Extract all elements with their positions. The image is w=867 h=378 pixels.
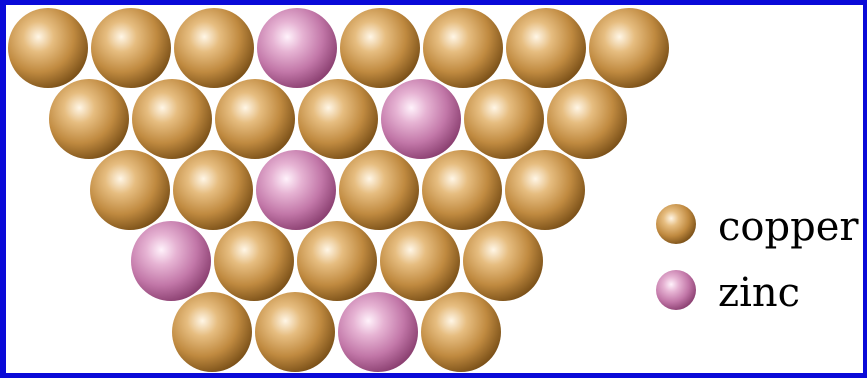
legend-label-copper: copper xyxy=(718,207,859,247)
zinc-atom xyxy=(257,8,337,88)
copper-atom xyxy=(463,221,543,301)
copper-atom xyxy=(340,8,420,88)
copper-atom xyxy=(547,79,627,159)
legend xyxy=(656,204,696,310)
copper-atom xyxy=(421,292,501,372)
copper-atom xyxy=(173,150,253,230)
copper-atom xyxy=(214,221,294,301)
copper-atom xyxy=(422,150,502,230)
copper-atom xyxy=(297,221,377,301)
legend-swatch-copper xyxy=(656,204,696,244)
copper-atom xyxy=(215,79,295,159)
copper-atom xyxy=(589,8,669,88)
copper-atom xyxy=(423,8,503,88)
copper-atom xyxy=(91,8,171,88)
legend-swatch-zinc xyxy=(656,270,696,310)
copper-atom xyxy=(8,8,88,88)
copper-atom xyxy=(90,150,170,230)
zinc-atom xyxy=(256,150,336,230)
alloy-lattice-diagram xyxy=(6,5,863,373)
copper-atom xyxy=(464,79,544,159)
copper-atom xyxy=(132,79,212,159)
copper-atom xyxy=(506,8,586,88)
copper-atom xyxy=(380,221,460,301)
copper-atom xyxy=(174,8,254,88)
atom-layer xyxy=(8,8,669,372)
diagram-panel: copper zinc xyxy=(6,5,863,373)
copper-atom xyxy=(505,150,585,230)
copper-atom xyxy=(172,292,252,372)
zinc-atom xyxy=(131,221,211,301)
copper-atom xyxy=(49,79,129,159)
legend-label-zinc: zinc xyxy=(718,273,800,313)
copper-atom xyxy=(339,150,419,230)
copper-atom xyxy=(298,79,378,159)
zinc-atom xyxy=(338,292,418,372)
copper-atom xyxy=(255,292,335,372)
zinc-atom xyxy=(381,79,461,159)
